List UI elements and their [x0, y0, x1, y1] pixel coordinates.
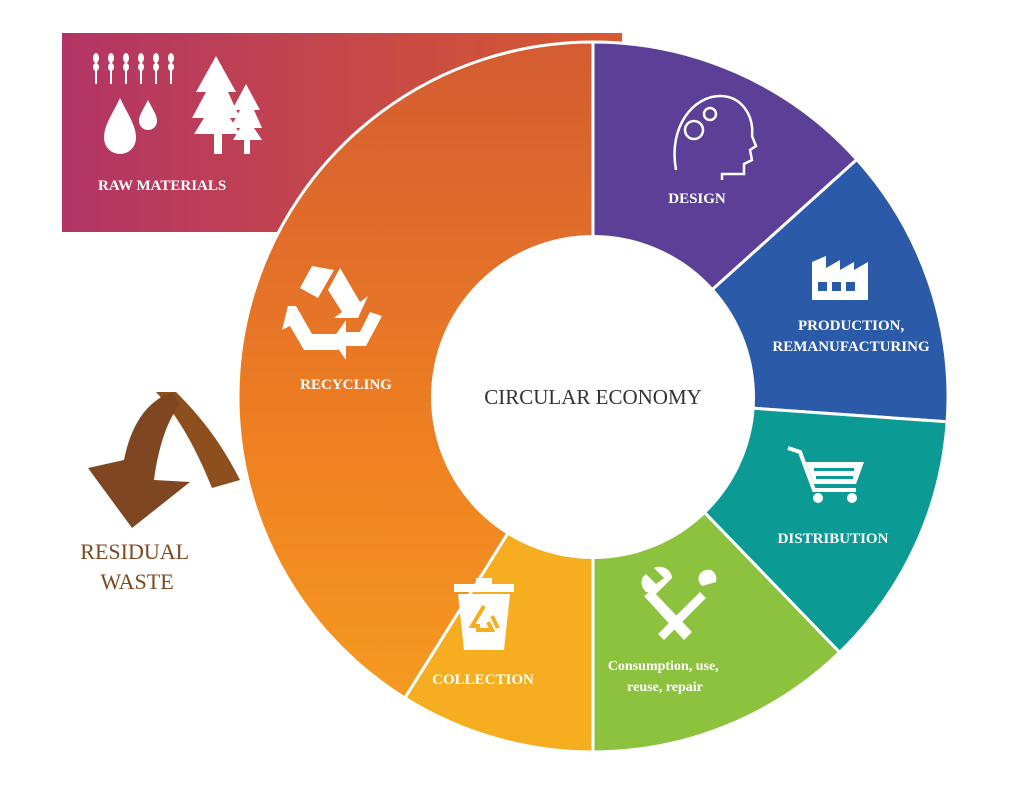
shopping-cart-icon	[787, 446, 864, 503]
circular-economy-ring	[236, 40, 950, 754]
distribution-label: DISTRIBUTION	[778, 531, 889, 547]
trees-icon	[192, 56, 262, 154]
residual-waste-line-1: RESIDUAL	[80, 539, 188, 564]
raw-materials-label: RAW MATERIALS	[98, 178, 226, 194]
center-title: CIRCULAR ECONOMY	[484, 385, 702, 409]
recycle-icon	[282, 266, 382, 360]
wheat-icon	[93, 53, 174, 84]
consumption-label: Consumption, use, reuse, repair	[608, 659, 722, 695]
residual-waste-line-2: WASTE	[100, 569, 173, 594]
production-label-line-2: REMANUFACTURING	[772, 339, 930, 355]
production-label: PRODUCTION, REMANUFACTURING	[772, 318, 930, 355]
segment-labels: DESIGN PRODUCTION, REMANUFACTURING DISTR…	[300, 191, 930, 695]
recycle-bin-icon	[454, 578, 514, 650]
head-gears-icon	[673, 94, 758, 180]
down-arrow-icon	[88, 392, 240, 528]
water-drops-icon	[104, 98, 157, 154]
consumption-label-line-2: reuse, repair	[627, 680, 703, 695]
recycling-label: RECYCLING	[300, 377, 392, 393]
factory-icon	[812, 256, 868, 300]
consumption-label-line-1: Consumption, use,	[608, 659, 719, 674]
tools-icon	[641, 566, 717, 640]
design-label: DESIGN	[668, 191, 726, 207]
production-label-line-1: PRODUCTION,	[798, 318, 905, 334]
center-circle	[431, 235, 755, 559]
collection-label: COLLECTION	[432, 672, 534, 688]
residual-waste-label: RESIDUAL WASTE	[80, 539, 193, 594]
residual-waste-block: RESIDUAL WASTE	[80, 392, 240, 594]
